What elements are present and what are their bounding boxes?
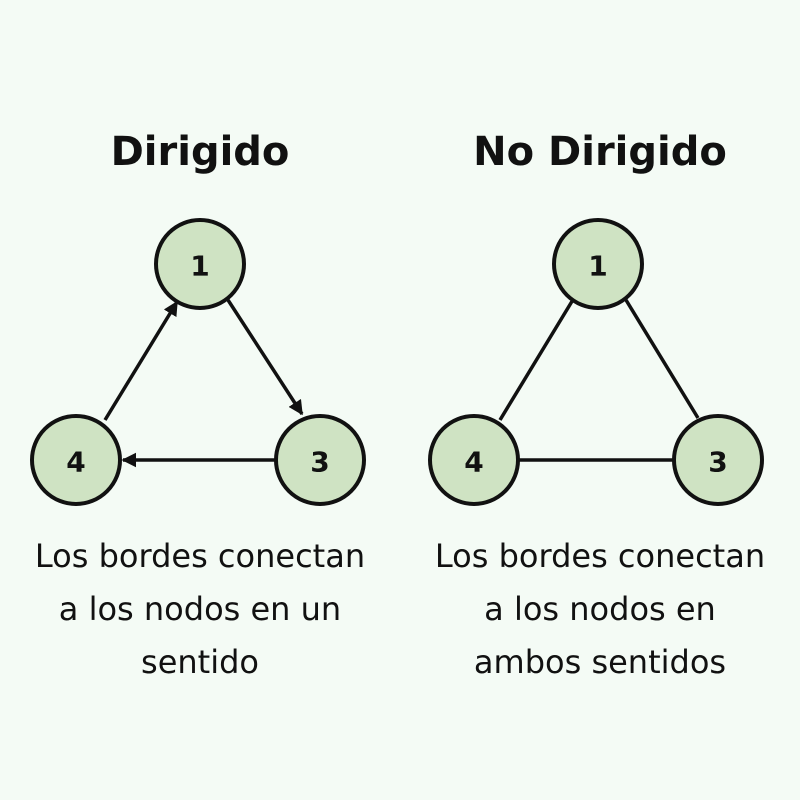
svg-text:4: 4	[464, 446, 483, 479]
svg-text:4: 4	[66, 446, 85, 479]
node-3: 3	[672, 414, 764, 506]
directed-graph: 1 3 4	[30, 218, 366, 506]
directed-title: Dirigido	[110, 129, 290, 175]
undirected-caption-line: a los nodos en	[484, 590, 716, 628]
node-4: 4	[30, 414, 122, 506]
directed-caption-line: sentido	[141, 643, 259, 681]
node-1: 1	[154, 218, 246, 310]
undirected-graph: 1 3 4	[428, 218, 764, 506]
node-3: 3	[274, 414, 366, 506]
undirected-caption-line: Los bordes conectan	[434, 537, 766, 575]
directed-caption-line: a los nodos en un	[58, 590, 342, 628]
svg-text:3: 3	[310, 446, 329, 479]
undirected-panel: No Dirigido 1 3 4 Los bordes conectan a …	[400, 0, 800, 800]
svg-text:3: 3	[708, 446, 727, 479]
svg-text:1: 1	[588, 250, 607, 283]
svg-text:1: 1	[190, 250, 209, 283]
edge-4-to-1	[103, 300, 179, 421]
undirected-caption-line: ambos sentidos	[473, 643, 727, 681]
edge-1-3	[624, 299, 700, 419]
directed-caption: Los bordes conectan a los nodos en un se…	[10, 530, 390, 689]
directed-panel: Dirigido 1 3 4 Los bordes conectan a los…	[10, 129, 390, 689]
edge-4-1	[498, 297, 576, 421]
undirected-title: No Dirigido	[473, 129, 727, 175]
node-4: 4	[428, 414, 520, 506]
directed-caption-line: Los bordes conectan	[34, 537, 366, 575]
edge-1-to-3	[226, 299, 304, 416]
undirected-caption: Los bordes conectan a los nodos en ambos…	[410, 530, 790, 689]
node-1: 1	[552, 218, 644, 310]
